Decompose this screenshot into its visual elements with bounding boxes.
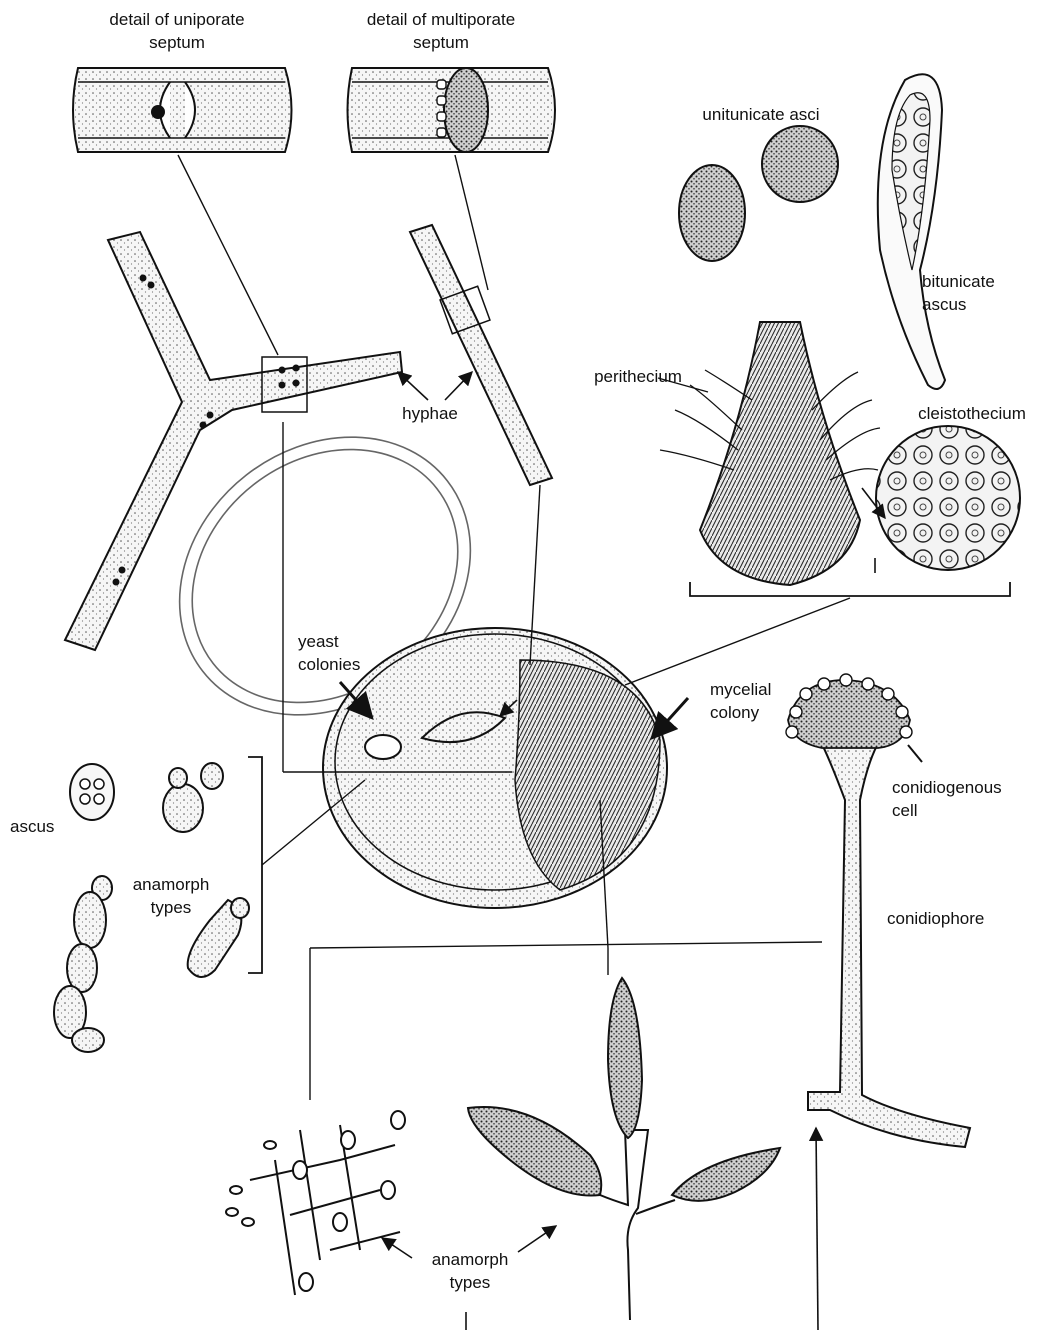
label-anamorph-types-bottom: anamorph types bbox=[420, 1248, 520, 1294]
branching-hypha bbox=[65, 232, 402, 650]
cleistothecium bbox=[876, 426, 1020, 570]
budding-yeast bbox=[163, 763, 223, 832]
label-mycelial-colony: mycelial colony bbox=[710, 678, 771, 724]
perithecium bbox=[660, 322, 880, 585]
label-uniporate-septum: detail of uniporate septum bbox=[88, 8, 266, 54]
label-conidiogenous-cell: conidiogenous cell bbox=[892, 776, 1002, 822]
lattice-anamorph bbox=[226, 1111, 405, 1295]
label-anamorph-types-left: anamorph types bbox=[122, 873, 220, 919]
label-hyphae: hyphae bbox=[395, 402, 465, 425]
yeast-ascus bbox=[70, 764, 114, 820]
label-conidiophore: conidiophore bbox=[887, 907, 984, 930]
label-cleistothecium: cleistothecium bbox=[908, 402, 1036, 425]
petri-dish bbox=[323, 628, 667, 908]
label-bitunicate-ascus: bitunicate ascus bbox=[922, 270, 995, 316]
uniporate-septum-detail bbox=[73, 68, 292, 152]
label-multiporate-septum: detail of multiporate septum bbox=[350, 8, 532, 54]
bitunicate-ascus bbox=[878, 74, 945, 389]
label-ascus: ascus bbox=[10, 815, 54, 838]
unitunicate-asci bbox=[679, 126, 838, 261]
label-unitunicate-asci: unitunicate asci bbox=[688, 103, 834, 126]
pseudohyphae bbox=[54, 876, 112, 1052]
label-perithecium: perithecium bbox=[585, 365, 691, 388]
multiporate-septum-detail bbox=[348, 68, 556, 152]
label-yeast-colonies: yeast colonies bbox=[298, 630, 360, 676]
